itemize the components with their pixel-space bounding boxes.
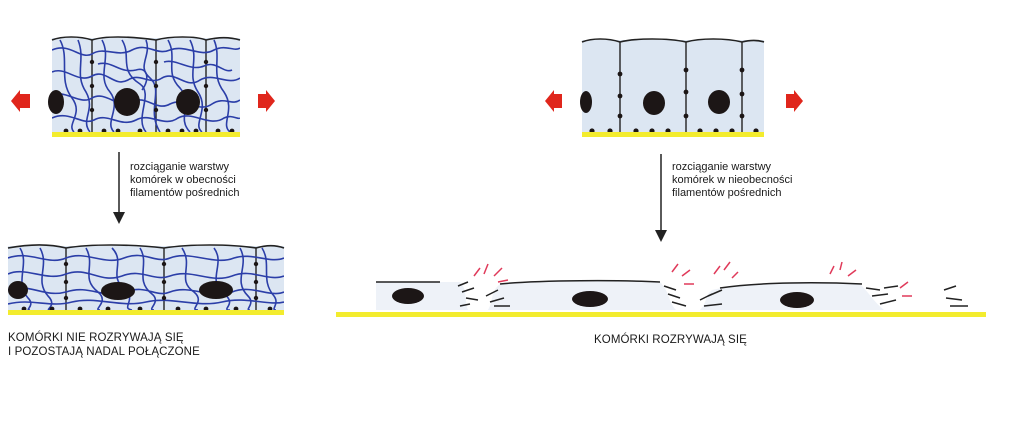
right-step-label: rozciąganie warstwy komórek w nieobecnoś… xyxy=(672,161,792,200)
stretch-arrow-right xyxy=(258,90,275,112)
nuclei xyxy=(580,90,730,115)
left-result-caption: KOMÓRKI NIE ROZRYWAJĄ SIĘ I POZOSTAJĄ NA… xyxy=(8,331,200,359)
right-step-label-line: filamentów pośrednich xyxy=(672,187,782,199)
nucleus xyxy=(101,282,135,300)
stretch-arrow-left xyxy=(11,90,30,112)
intermediate-filaments xyxy=(52,39,240,133)
left-step-label-line: rozciąganie warstwy xyxy=(130,161,230,173)
left-step-label-line: filamentów pośrednich xyxy=(130,187,240,199)
nucleus xyxy=(392,288,424,304)
nucleus xyxy=(572,291,608,307)
nucleus xyxy=(8,281,28,299)
nuclei xyxy=(392,288,814,308)
right-torn-layer xyxy=(336,261,986,317)
nucleus xyxy=(643,91,665,115)
right-step-label-line: komórek w nieobecności xyxy=(672,174,793,186)
nuclei xyxy=(8,281,233,300)
desmosomes xyxy=(89,59,209,113)
cytoplasm-area xyxy=(582,40,764,132)
basal-lamina xyxy=(52,132,240,137)
nucleus xyxy=(176,89,200,115)
right-result-caption: KOMÓRKI ROZRYWAJĄ SIĘ xyxy=(594,334,747,346)
cell-outline xyxy=(51,36,241,41)
nuclei xyxy=(48,88,200,116)
nucleus xyxy=(580,91,592,113)
left-result-caption-line: KOMÓRKI NIE ROZRYWAJĄ SIĘ xyxy=(8,332,184,344)
nucleus xyxy=(199,281,233,299)
basal-lamina xyxy=(336,312,986,317)
left-stretched-layer xyxy=(7,244,285,315)
cell-outline xyxy=(581,38,765,43)
nucleus xyxy=(48,90,64,114)
basal-lamina xyxy=(582,132,764,137)
right-step-label-line: rozciąganie warstwy xyxy=(672,161,772,173)
nucleus xyxy=(780,292,814,308)
cell-fragments xyxy=(376,279,968,307)
right-cell-layer xyxy=(545,38,803,242)
basal-lamina xyxy=(8,310,284,315)
left-result-caption-line: I POZOSTAJĄ NADAL POŁĄCZONE xyxy=(8,346,200,358)
stretch-arrow-left xyxy=(545,90,562,112)
desmosomes xyxy=(63,261,259,301)
stretch-arrow-right xyxy=(786,90,803,112)
left-step-label-line: komórek w obecności xyxy=(130,174,236,186)
nucleus xyxy=(114,88,140,116)
left-step-label: rozciąganie warstwy komórek w obecności … xyxy=(130,161,239,200)
desmosomes xyxy=(617,67,745,119)
left-cell-layer xyxy=(11,36,275,224)
nucleus xyxy=(708,90,730,114)
intermediate-filaments xyxy=(8,247,284,311)
tear-marks xyxy=(473,261,912,297)
